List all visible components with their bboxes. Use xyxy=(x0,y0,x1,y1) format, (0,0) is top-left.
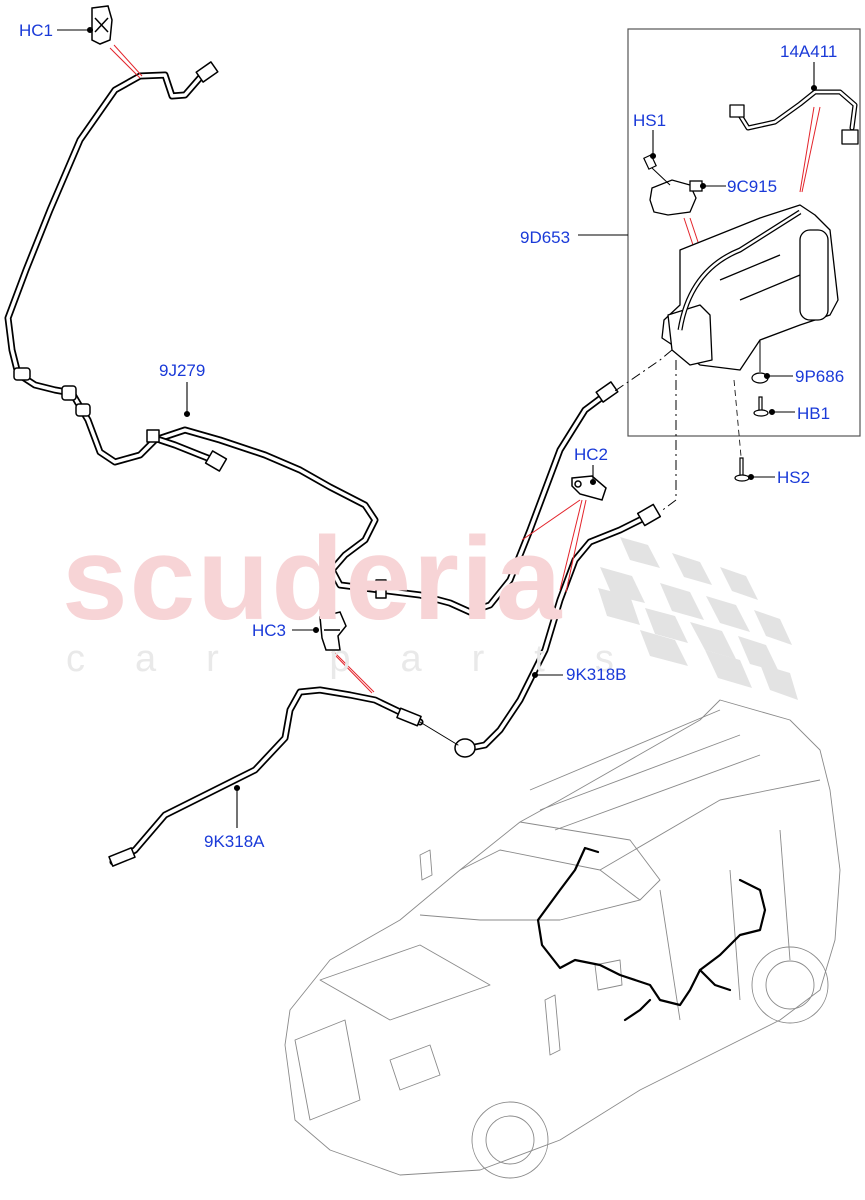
label-hc1[interactable]: HC1 xyxy=(19,21,54,40)
label-hs1[interactable]: HS1 xyxy=(633,111,667,130)
harness-14a411[interactable] xyxy=(729,89,859,145)
label-9d653[interactable]: 9D653 xyxy=(520,228,571,247)
evap-canister-9d653[interactable] xyxy=(661,204,839,371)
checkered-flag-watermark xyxy=(598,537,798,700)
assembly-dash-line xyxy=(611,349,677,513)
label-9c915[interactable]: 9C915 xyxy=(727,177,778,196)
label-hc3[interactable]: HC3 xyxy=(252,621,287,640)
watermark-logo: scuderia xyxy=(62,513,564,645)
label-14a411[interactable]: 14A411 xyxy=(780,42,838,61)
pipe-9k318b[interactable] xyxy=(454,503,662,758)
screw-hs1[interactable] xyxy=(643,154,671,186)
label-hs2[interactable]: HS2 xyxy=(777,468,811,487)
clip-hc1[interactable] xyxy=(91,5,113,45)
label-9j279[interactable]: 9J279 xyxy=(159,361,206,380)
vehicle-harness-highlight xyxy=(536,846,767,1022)
pipe-9j279[interactable] xyxy=(4,61,619,616)
clip-hc2[interactable] xyxy=(571,475,607,501)
bolt-hb1[interactable] xyxy=(753,396,769,417)
label-hc2[interactable]: HC2 xyxy=(574,445,609,464)
label-hb1[interactable]: HB1 xyxy=(797,404,831,423)
label-9k318a[interactable]: 9K318A xyxy=(204,832,265,851)
label-9p686[interactable]: 9P686 xyxy=(795,367,845,386)
watermark-subtitle: car parts xyxy=(66,638,664,680)
callout-leaders xyxy=(57,26,818,828)
vehicle-locator-illustration xyxy=(284,699,841,1179)
pipe-9k318a[interactable] xyxy=(108,686,459,867)
canister-callout-box xyxy=(627,28,861,437)
bolt-hs2[interactable] xyxy=(733,379,750,482)
clip-hc3[interactable] xyxy=(319,611,347,651)
label-9k318b[interactable]: 9K318B xyxy=(566,665,627,684)
purge-valve-9c915[interactable] xyxy=(649,179,703,216)
